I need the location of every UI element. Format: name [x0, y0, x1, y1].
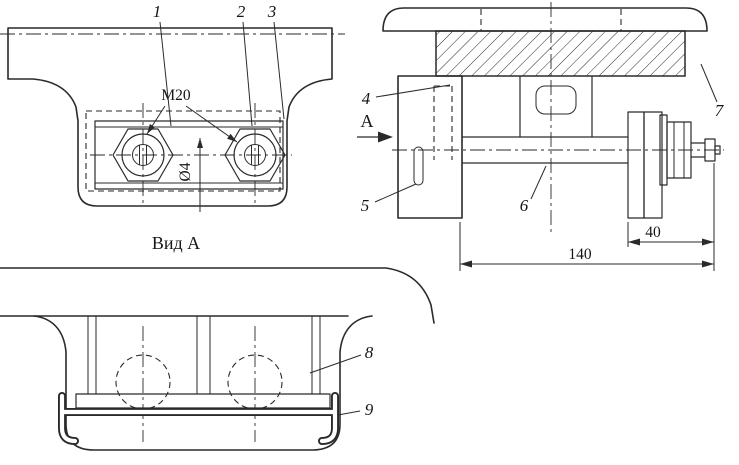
hole-diameter-callout: Ø4 [177, 138, 203, 212]
view-a: Вид А 8 9 [0, 233, 435, 451]
dim-40-value: 40 [645, 224, 661, 241]
left-bracket [397, 75, 463, 219]
spring-clip [58, 392, 339, 445]
callout-4: 4 [362, 89, 371, 108]
side-view: А 4 5 6 7 40 140 [357, 2, 725, 271]
bolt-shaft [462, 136, 628, 164]
bracket-inner-walls [87, 316, 321, 394]
right-plate-2 [643, 111, 663, 219]
spring-clip-wire-outer [58, 392, 339, 445]
view-direction-arrowhead [378, 131, 393, 143]
right-plates [627, 111, 663, 219]
callout-8: 8 [365, 343, 374, 362]
callout-3: 3 [267, 2, 277, 21]
thread-label: M20 [161, 87, 191, 104]
callout-7: 7 [715, 101, 725, 120]
front-view: M20 Ø4 1 2 3 [0, 2, 345, 212]
view-direction-marker: А [357, 111, 393, 143]
callout-1: 1 [153, 2, 162, 21]
elastic-pad-hatched [435, 30, 686, 77]
bolt-tip [714, 145, 721, 155]
dim-140-arrow-left [460, 260, 472, 268]
nut [666, 121, 692, 179]
clamp-plate [75, 393, 331, 409]
spring-clip-wire-core [59, 393, 338, 444]
flange-hidden-edges [480, 9, 622, 31]
beam-top-edge [0, 267, 435, 324]
callout-leaders-4567 [374, 63, 718, 203]
thread-arrow-left [147, 124, 155, 134]
dimension-140: 140 [459, 222, 714, 271]
right-plate-1 [627, 111, 645, 219]
left-bracket-outline [397, 75, 463, 219]
rail-flange-outline [382, 7, 708, 32]
callout-5: 5 [361, 196, 370, 215]
callout-6: 6 [520, 196, 529, 215]
dim-40-arrow-left [628, 238, 640, 246]
dim-40-extension-lines [627, 163, 715, 271]
clamp-strip-inner-edges [95, 126, 283, 184]
hanger-recess [535, 85, 577, 115]
thread-arrow-right [227, 133, 237, 142]
hidden-pad-outline [85, 110, 281, 192]
bolt-centerlines [90, 103, 292, 207]
rail-foot-outline [7, 27, 333, 207]
callout-leaders-89 [309, 354, 362, 416]
bolt-end-shaft [691, 142, 705, 158]
view-a-bolt-centerlines [142, 326, 256, 442]
nut-facets [673, 122, 685, 178]
view-direction-label: А [361, 111, 374, 131]
callout-2: 2 [237, 2, 246, 21]
callout-leaders-123 [159, 21, 285, 127]
dim-40-arrow-right [702, 238, 714, 246]
left-bracket-slot [413, 146, 424, 186]
hanger-bracket [519, 76, 593, 137]
view-a-title: Вид А [152, 233, 200, 253]
callout-9: 9 [365, 400, 374, 419]
nut-and-bolt-end [659, 114, 721, 186]
dimension-40: 40 [627, 163, 715, 271]
bracket-outline [33, 315, 373, 451]
dim-140-arrow-right [702, 260, 714, 268]
hole-dim-arrow [197, 138, 203, 148]
dim-140-value: 140 [568, 246, 592, 263]
thread-callout: M20 [146, 87, 238, 143]
hanger-sides [519, 76, 593, 137]
left-bracket-hidden-cavity [433, 85, 453, 160]
hole-diameter-label: Ø4 [177, 162, 194, 181]
